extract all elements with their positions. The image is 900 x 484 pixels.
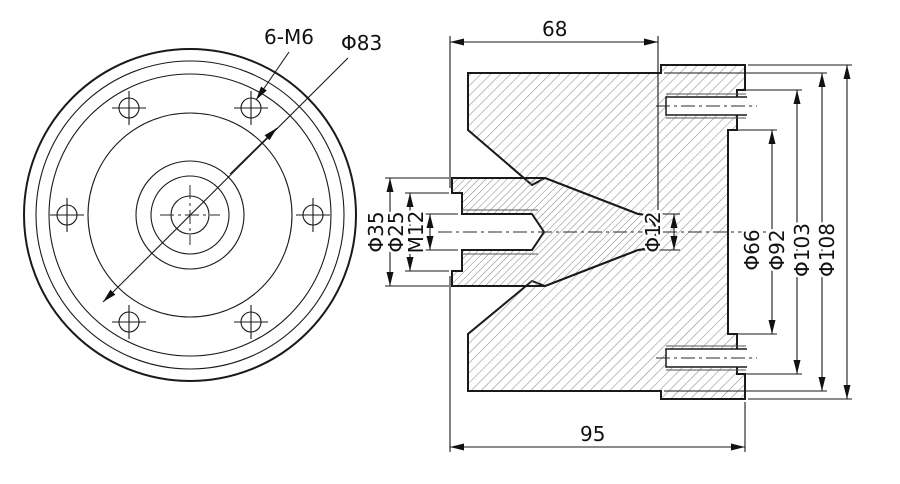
bolt-hole [234, 91, 268, 125]
dim-phi35-label: Φ35 [364, 211, 388, 252]
dim-68-label: 68 [542, 17, 567, 41]
bolt-hole [112, 305, 146, 339]
dimension-phi103: Φ103 [664, 72, 827, 392]
dimension-phi35: Φ35 [362, 177, 449, 287]
bolt-hole [234, 305, 268, 339]
circle-phi35 [135, 160, 245, 270]
circle-phi66 [87, 112, 293, 318]
dimension-m12: M12 [402, 208, 458, 256]
section-view: 68 95 Φ35 Φ25 M12 [362, 15, 852, 452]
dimension-phi12: Φ12 [639, 209, 680, 255]
dim-phi92-label: Φ92 [765, 229, 789, 270]
outer-flange-circle [23, 48, 357, 382]
dim-phi66-label: Φ66 [740, 229, 764, 270]
dimension-phi25: Φ25 [382, 192, 449, 272]
dimension-phi92: Φ92 [740, 89, 802, 375]
callout-phi83: Φ83 [102, 29, 385, 303]
metal-insert [451, 177, 657, 287]
circle-phi92 [48, 73, 332, 357]
dim-95-label: 95 [580, 422, 605, 446]
bolt-hole [50, 198, 84, 232]
dim-m12-label: M12 [404, 211, 428, 254]
dim-phi12-label: Φ12 [641, 211, 665, 252]
flange-hole-bottom [656, 345, 757, 371]
front-view: 6-M6 Φ83 [23, 23, 385, 382]
dim-phi108-label: Φ108 [815, 223, 839, 277]
circle-phi103 [35, 60, 345, 370]
dimension-phi108: Φ108 [748, 64, 852, 400]
thread-callout-label: 6-M6 [264, 25, 314, 49]
bolt-circle-label: Φ83 [341, 31, 382, 55]
callout-6m6: 6-M6 [255, 23, 316, 101]
dim-phi103-label: Φ103 [790, 223, 814, 277]
dimension-68: 68 [449, 15, 659, 210]
dimension-phi66: Φ66 [731, 129, 777, 335]
circle-phi25 [150, 175, 230, 255]
bolt-holes [50, 91, 330, 339]
dimension-95: 95 [449, 276, 746, 452]
flange-hole-top [656, 93, 757, 119]
dim-phi25-label: Φ25 [384, 211, 408, 252]
bolt-hole [112, 91, 146, 125]
bolt-hole [296, 198, 330, 232]
